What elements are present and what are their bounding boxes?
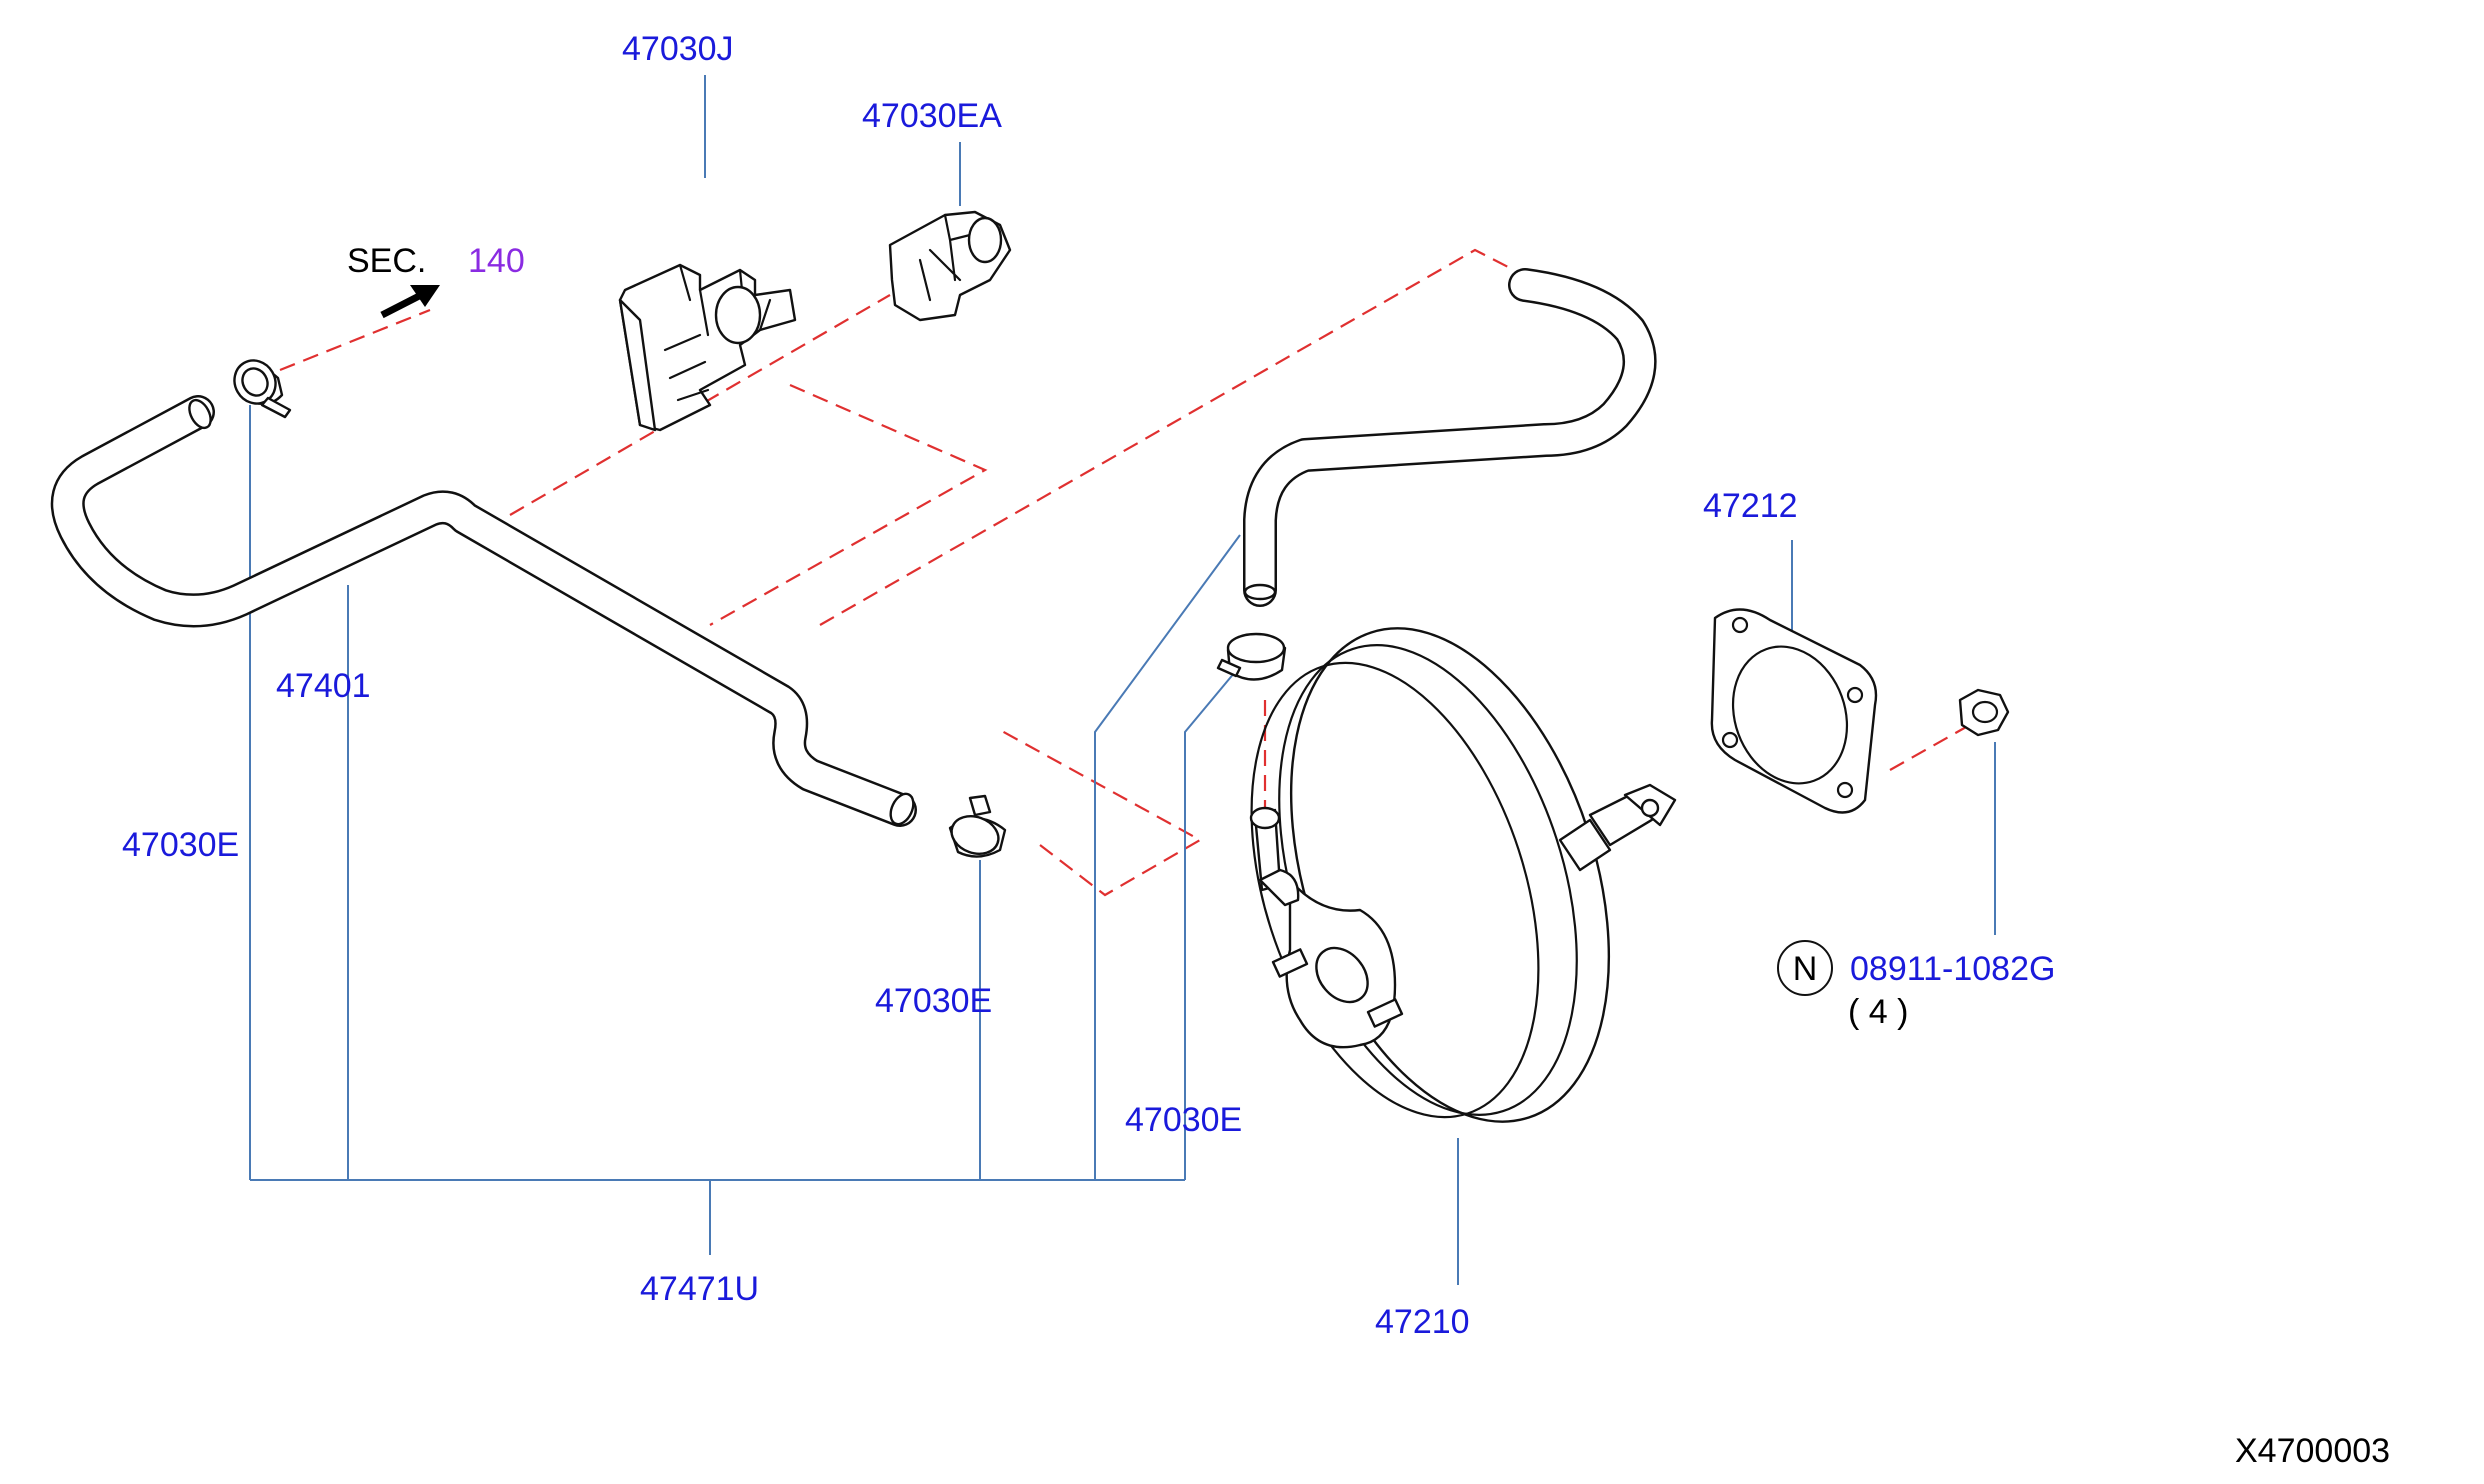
nut-symbol: N [1793, 950, 1818, 988]
section-arrow [380, 285, 440, 319]
nut-quantity: ( 4 ) [1848, 993, 1908, 1031]
hose-47401 [50, 395, 917, 827]
clamp-right [1216, 632, 1287, 681]
nut-symbol-circle [1777, 940, 1833, 996]
label-47471U[interactable]: 47471U [640, 1270, 759, 1308]
nut-08911 [1958, 688, 2010, 737]
label-47030J[interactable]: 47030J [622, 30, 734, 68]
label-47030E-middle[interactable]: 47030E [875, 982, 992, 1020]
clamp-middle [948, 794, 1007, 858]
hose-right [1243, 268, 1657, 607]
brake-booster-47210 [1249, 627, 1677, 1123]
section-ref-prefix: SEC. [347, 242, 426, 280]
assembly-dashed-lines [279, 248, 1976, 897]
label-08911-1082G[interactable]: 08911-1082G [1850, 950, 2055, 988]
leader-lines [249, 75, 1996, 1285]
label-47210[interactable]: 47210 [1375, 1303, 1470, 1341]
label-47030E-right[interactable]: 47030E [1125, 1101, 1242, 1139]
clamp-left [233, 359, 292, 419]
gasket-47212 [1710, 608, 1878, 814]
diagram-code: X4700003 [2235, 1432, 2390, 1470]
label-47401[interactable]: 47401 [276, 667, 371, 705]
section-ref-number[interactable]: 140 [468, 242, 525, 280]
clip-47030EA [888, 210, 1012, 322]
label-47212[interactable]: 47212 [1703, 487, 1798, 525]
clip-47030J [618, 263, 797, 432]
label-47030E-left[interactable]: 47030E [122, 826, 239, 864]
label-47030EA[interactable]: 47030EA [862, 97, 1002, 135]
